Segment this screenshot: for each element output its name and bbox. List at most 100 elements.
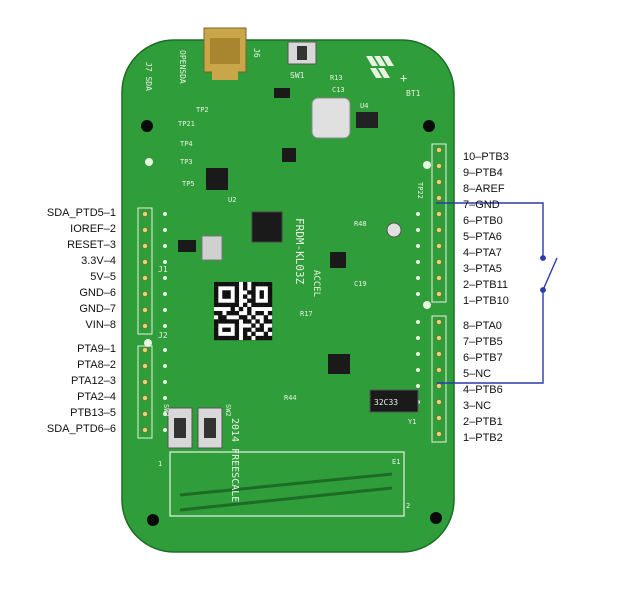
qr-cell <box>267 282 273 287</box>
header-pin <box>142 307 148 313</box>
header-pin <box>436 259 442 265</box>
sw2-button-cap <box>204 418 216 438</box>
qr-cell <box>243 282 248 287</box>
qr-cell <box>214 323 219 328</box>
qr-cell <box>226 294 231 299</box>
pin-label: VIN–8 <box>85 319 116 331</box>
crystal <box>201 235 223 261</box>
pin-label: 10–PTB3 <box>463 151 509 163</box>
header-pin <box>142 347 148 353</box>
silk-r44: R44 <box>284 394 297 402</box>
qr-code <box>214 282 273 341</box>
silk-u4: U4 <box>360 102 368 110</box>
qr-cell <box>214 294 219 299</box>
qr-cell <box>267 335 273 341</box>
qr-cell <box>226 327 231 332</box>
battery-pad <box>311 97 351 139</box>
header-pin <box>436 179 442 185</box>
silk-tp3: TP3 <box>180 158 193 166</box>
pin-label: 5–NC <box>463 368 492 380</box>
qr-cell <box>255 311 260 316</box>
qr-cell <box>255 319 260 324</box>
qr-cell <box>234 335 240 341</box>
qr-cell <box>214 319 219 324</box>
qr-cell <box>230 282 235 287</box>
small-chip-u2 <box>206 168 228 190</box>
qr-cell <box>226 282 231 287</box>
qr-cell <box>226 311 231 316</box>
qr-cell <box>243 286 248 291</box>
pin-label: SDA_PTD5–1 <box>46 207 116 219</box>
header-pin <box>436 319 442 325</box>
qr-cell <box>234 290 240 295</box>
qr-cell <box>255 335 260 341</box>
qr-cell <box>234 286 240 291</box>
qr-cell <box>222 335 227 341</box>
pin-label: IOREF–2 <box>70 223 116 235</box>
via-pad <box>163 380 167 384</box>
header-pin <box>142 363 148 369</box>
chip-mid-right <box>328 354 350 374</box>
qr-cell <box>259 282 264 287</box>
pin-label: 3–NC <box>463 400 492 412</box>
qr-cell <box>214 327 219 332</box>
mounting-hole <box>145 158 153 166</box>
qr-cell <box>259 294 264 299</box>
via-pad <box>416 260 420 264</box>
qr-cell <box>243 315 248 320</box>
qr-cell <box>214 282 219 287</box>
qr-cell <box>226 335 231 341</box>
usb-connector-pads <box>212 70 238 80</box>
header-pin <box>436 335 442 341</box>
silk-r48: R48 <box>354 220 367 228</box>
qr-cell <box>247 298 252 303</box>
sw1-switch-button <box>297 46 307 60</box>
via-pad <box>416 276 420 280</box>
silk-tp21: TP21 <box>178 120 195 128</box>
via-pad <box>163 348 167 352</box>
qr-cell <box>234 294 240 299</box>
qr-cell <box>251 302 256 308</box>
silk-c19: C19 <box>354 280 367 288</box>
mcu-chip <box>251 211 283 243</box>
pin-label: GND–7 <box>79 303 116 315</box>
header-pin <box>436 431 442 437</box>
qr-cell <box>218 319 223 324</box>
mounting-hole <box>147 514 159 526</box>
silk-j1: J1 <box>158 265 168 274</box>
pin-label: PTA2–4 <box>77 391 116 403</box>
qr-cell <box>255 282 260 287</box>
qr-cell <box>247 319 252 324</box>
silk-plus: + <box>400 71 407 85</box>
via-pad <box>163 428 167 432</box>
header-pin <box>436 291 442 297</box>
header-pin <box>142 395 148 401</box>
qr-cell <box>214 335 219 341</box>
qr-cell <box>230 335 235 341</box>
qr-cell <box>234 298 240 303</box>
silk-bt1: BT1 <box>406 89 421 98</box>
qr-cell <box>222 302 227 308</box>
qr-cell <box>214 286 219 291</box>
qr-cell <box>238 315 244 320</box>
silk-sw3: SW3 <box>162 404 170 417</box>
header-pin <box>436 399 442 405</box>
pin-label: PTB13–5 <box>70 407 116 419</box>
via-pad <box>163 292 167 296</box>
via-pad <box>163 228 167 232</box>
pin-label: 8–AREF <box>463 183 505 195</box>
silk-tp22: TP22 <box>416 182 424 199</box>
pin-label: 5V–5 <box>90 271 116 283</box>
header-pin <box>142 411 148 417</box>
via-pad <box>416 244 420 248</box>
qr-cell <box>263 331 269 337</box>
j1-header <box>137 207 153 335</box>
header-pin <box>142 211 148 217</box>
qr-cell <box>230 311 235 316</box>
pin-label: PTA8–2 <box>77 359 116 371</box>
qr-cell <box>226 290 231 295</box>
qr-cell <box>230 302 235 308</box>
chip-top-left-a <box>274 88 290 98</box>
via-pad <box>416 228 420 232</box>
